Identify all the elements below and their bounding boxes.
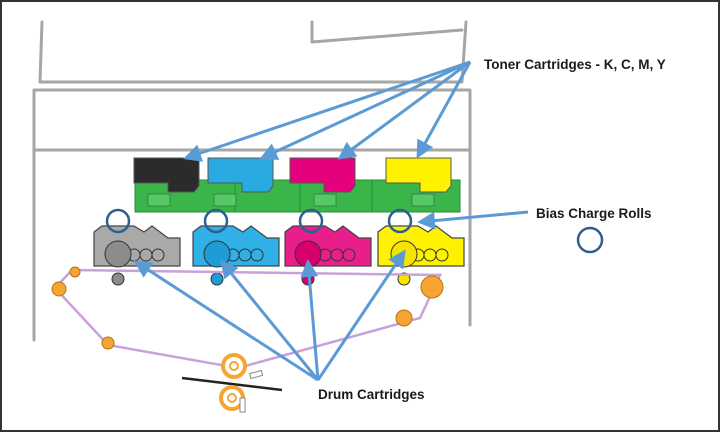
fuser-assembly	[181, 353, 283, 413]
toner-cartridge-k	[133, 157, 200, 193]
drum-units	[93, 208, 465, 286]
bias-charge-roll-c	[203, 208, 229, 234]
drum-cartridges-label: Drum Cartridges	[318, 387, 425, 402]
belt-roller	[420, 275, 444, 299]
developer-roller-m	[330, 248, 344, 262]
drum-arrow	[316, 249, 406, 381]
drum-k	[104, 240, 132, 268]
bias-charge-roll-y	[387, 208, 413, 234]
developer-roller-k	[139, 248, 153, 262]
developer-window	[213, 193, 237, 207]
toner-arrow	[183, 60, 471, 162]
toner-cartridge-y	[385, 157, 452, 193]
toner-arrow	[416, 61, 472, 159]
developer-roller-y	[435, 248, 449, 262]
transfer-roller-y	[397, 272, 411, 286]
developer-roller-k	[151, 248, 165, 262]
developer-window	[147, 193, 171, 207]
belt-roller	[395, 309, 413, 327]
fuser-roller-top-core	[229, 361, 239, 371]
belt-roller	[101, 336, 115, 350]
belt-roller	[69, 266, 81, 278]
developer-roller-c	[250, 248, 264, 262]
developer-window	[411, 193, 435, 207]
bias-charge-roll-k	[105, 208, 131, 234]
fuser-guide	[239, 397, 246, 413]
transfer-roller-k	[111, 272, 125, 286]
drum-c	[203, 240, 231, 268]
toner-cartridges-label: Toner Cartridges - K, C, M, Y	[484, 57, 666, 72]
developer-roller-m	[342, 248, 356, 262]
paper-path	[181, 376, 283, 392]
fuser-roller-bottom-core	[227, 393, 237, 403]
drum-arrow	[300, 259, 320, 381]
callout-arrows	[133, 60, 529, 382]
bias-charge-roll-legend-icon	[576, 226, 604, 254]
developer-window	[313, 193, 337, 207]
toner-arrow	[337, 60, 471, 160]
toner-arrow	[259, 60, 471, 160]
bias-charge-roll-m	[298, 208, 324, 234]
developer-roller-c	[238, 248, 252, 262]
printer-housing	[32, 20, 472, 342]
bias-charge-rolls-label: Bias Charge Rolls	[536, 206, 652, 221]
transfer-roller-c	[210, 272, 224, 286]
developer-roller-y	[423, 248, 437, 262]
belt-rollers	[51, 266, 444, 350]
toner-cartridge-m	[289, 157, 356, 193]
belt-roller	[51, 281, 67, 297]
drum-arrow	[133, 260, 319, 382]
toner-cartridges	[133, 157, 452, 193]
drum-arrow	[220, 259, 320, 381]
fuser-guide	[249, 369, 264, 380]
bias-arrow	[417, 210, 529, 230]
toner-cartridge-c	[207, 157, 274, 193]
